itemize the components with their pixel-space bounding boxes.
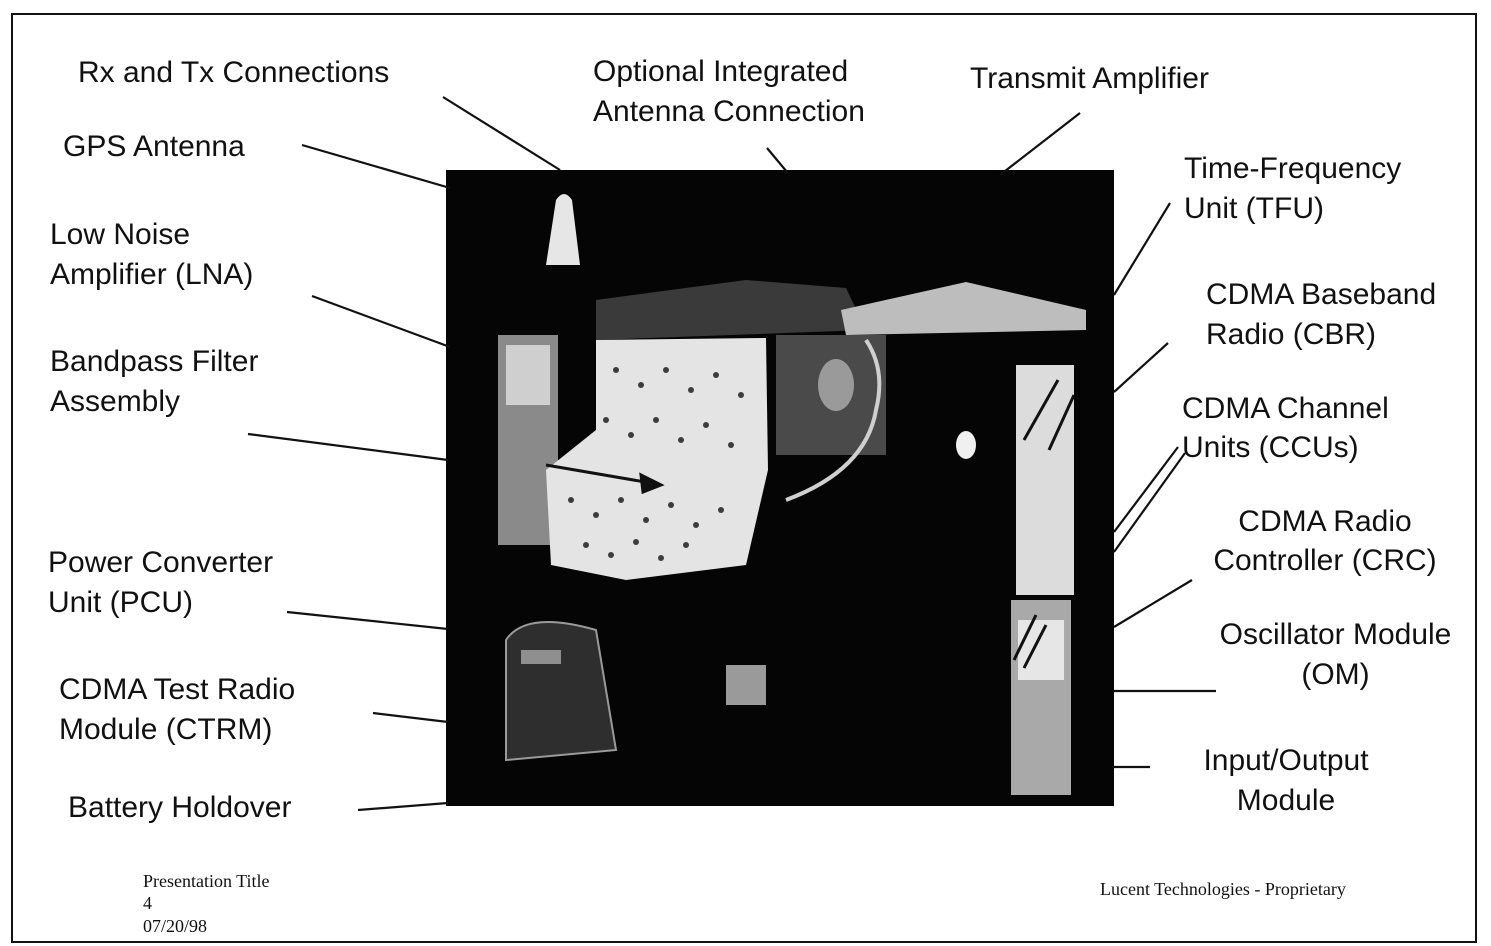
label-ccu-line2: Units (CCUs) xyxy=(1182,428,1359,468)
label-crc-line1: CDMA Radio xyxy=(1200,502,1450,542)
label-cbr-line2: Radio (CBR) xyxy=(1206,315,1376,355)
label-optional-antenna-line1: Optional Integrated xyxy=(593,52,848,92)
label-om-line1: Oscillator Module xyxy=(1203,615,1468,655)
label-pcu-line1: Power Converter xyxy=(48,543,273,583)
leader-lna xyxy=(312,296,450,347)
label-tfu-line1: Time-Frequency xyxy=(1184,149,1401,189)
label-lna-line2: Amplifier (LNA) xyxy=(50,255,253,295)
label-crc-line2: Controller (CRC) xyxy=(1200,541,1450,581)
leader-ctrm xyxy=(373,713,448,722)
leader-cbr xyxy=(1114,343,1168,392)
label-pcu-line2: Unit (PCU) xyxy=(48,583,193,623)
label-ctrm-line1: CDMA Test Radio xyxy=(59,670,295,710)
label-optional-antenna-line2: Antenna Connection xyxy=(593,92,865,132)
label-ccu-line1: CDMA Channel xyxy=(1182,389,1389,429)
leader-ccu-1 xyxy=(1114,447,1178,532)
label-transmit-amplifier: Transmit Amplifier xyxy=(970,59,1209,99)
label-bandpass-line2: Assembly xyxy=(50,382,180,422)
label-battery: Battery Holdover xyxy=(68,788,291,828)
label-io-line2: Module xyxy=(1186,781,1386,821)
leader-battery xyxy=(358,803,448,810)
label-bandpass-line1: Bandpass Filter xyxy=(50,342,258,382)
label-io-line1: Input/Output xyxy=(1186,741,1386,781)
leader-ccu-2 xyxy=(1114,453,1185,552)
footer-page-number: 4 xyxy=(143,892,152,914)
label-cbr-line1: CDMA Baseband xyxy=(1206,275,1436,315)
label-rx-tx: Rx and Tx Connections xyxy=(78,53,389,93)
leader-optional-antenna xyxy=(767,148,787,172)
label-ctrm-line2: Module (CTRM) xyxy=(59,710,272,750)
label-lna-line1: Low Noise xyxy=(50,215,190,255)
leader-transmit-amplifier xyxy=(1000,113,1080,175)
leader-bandpass xyxy=(248,434,448,460)
leader-rx-tx xyxy=(443,97,560,170)
label-gps-antenna: GPS Antenna xyxy=(63,127,245,167)
footer-date: 07/20/98 xyxy=(143,915,207,937)
leader-tfu xyxy=(1114,203,1170,295)
leader-crc xyxy=(1114,580,1192,627)
leader-pcu xyxy=(287,612,448,629)
label-tfu-line2: Unit (TFU) xyxy=(1184,189,1324,229)
label-om-line2: (OM) xyxy=(1203,655,1468,695)
footer-presentation-title: Presentation Title xyxy=(143,870,270,892)
leader-gps-antenna xyxy=(302,145,450,188)
footer-company: Lucent Technologies - Proprietary xyxy=(1100,878,1346,900)
